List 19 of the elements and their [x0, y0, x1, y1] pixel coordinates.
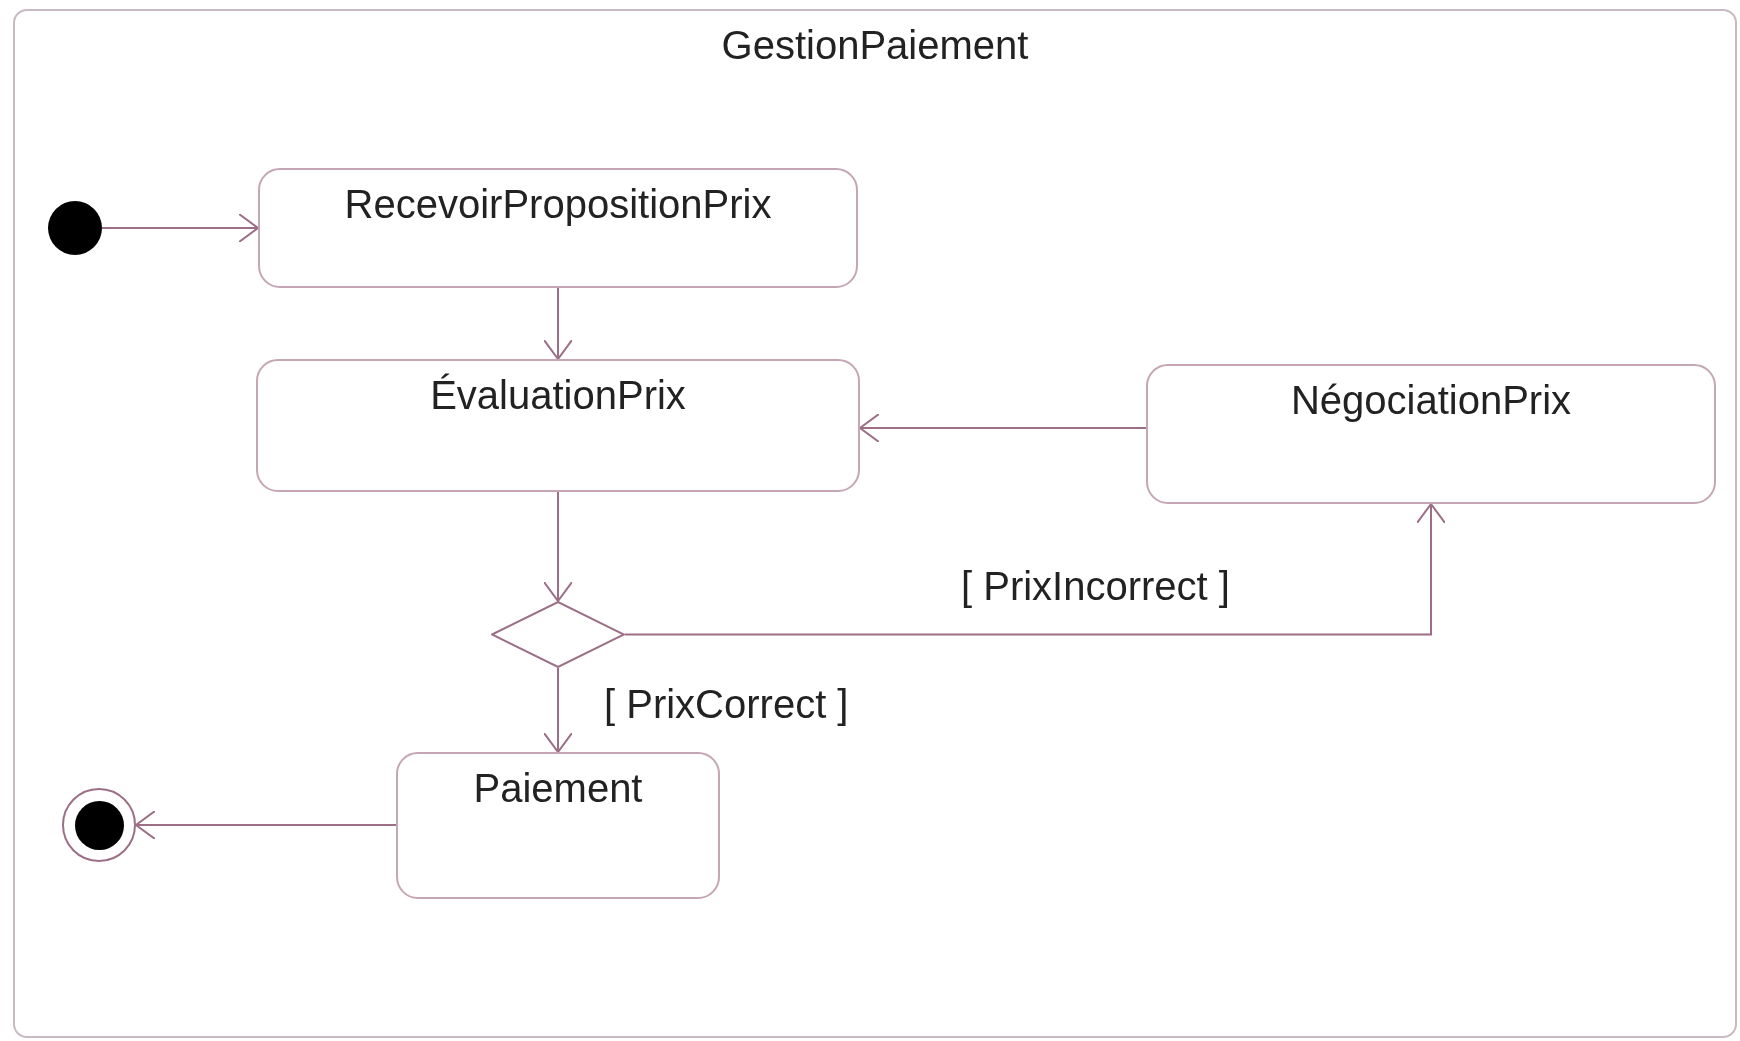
arrow — [624, 503, 1446, 636]
activity-box — [256, 359, 860, 492]
decision-diamond — [491, 601, 625, 668]
activity-box — [258, 168, 858, 288]
arrow — [135, 810, 397, 840]
frame-title: GestionPaiement — [720, 23, 1030, 68]
arrow — [859, 413, 1147, 443]
activity-label: NégociationPrix — [1290, 378, 1572, 423]
arrow — [543, 491, 573, 602]
initial-node — [48, 201, 102, 255]
arrow — [543, 287, 573, 360]
activity-box — [396, 752, 720, 899]
frame-box — [13, 9, 1737, 1038]
activity-box — [1146, 364, 1716, 504]
activity-label: RecevoirPropositionPrix — [344, 182, 772, 227]
activity-label: ÉvaluationPrix — [430, 373, 686, 418]
arrow — [101, 213, 259, 243]
arrow — [543, 667, 573, 753]
activity-label: Paiement — [473, 766, 643, 811]
